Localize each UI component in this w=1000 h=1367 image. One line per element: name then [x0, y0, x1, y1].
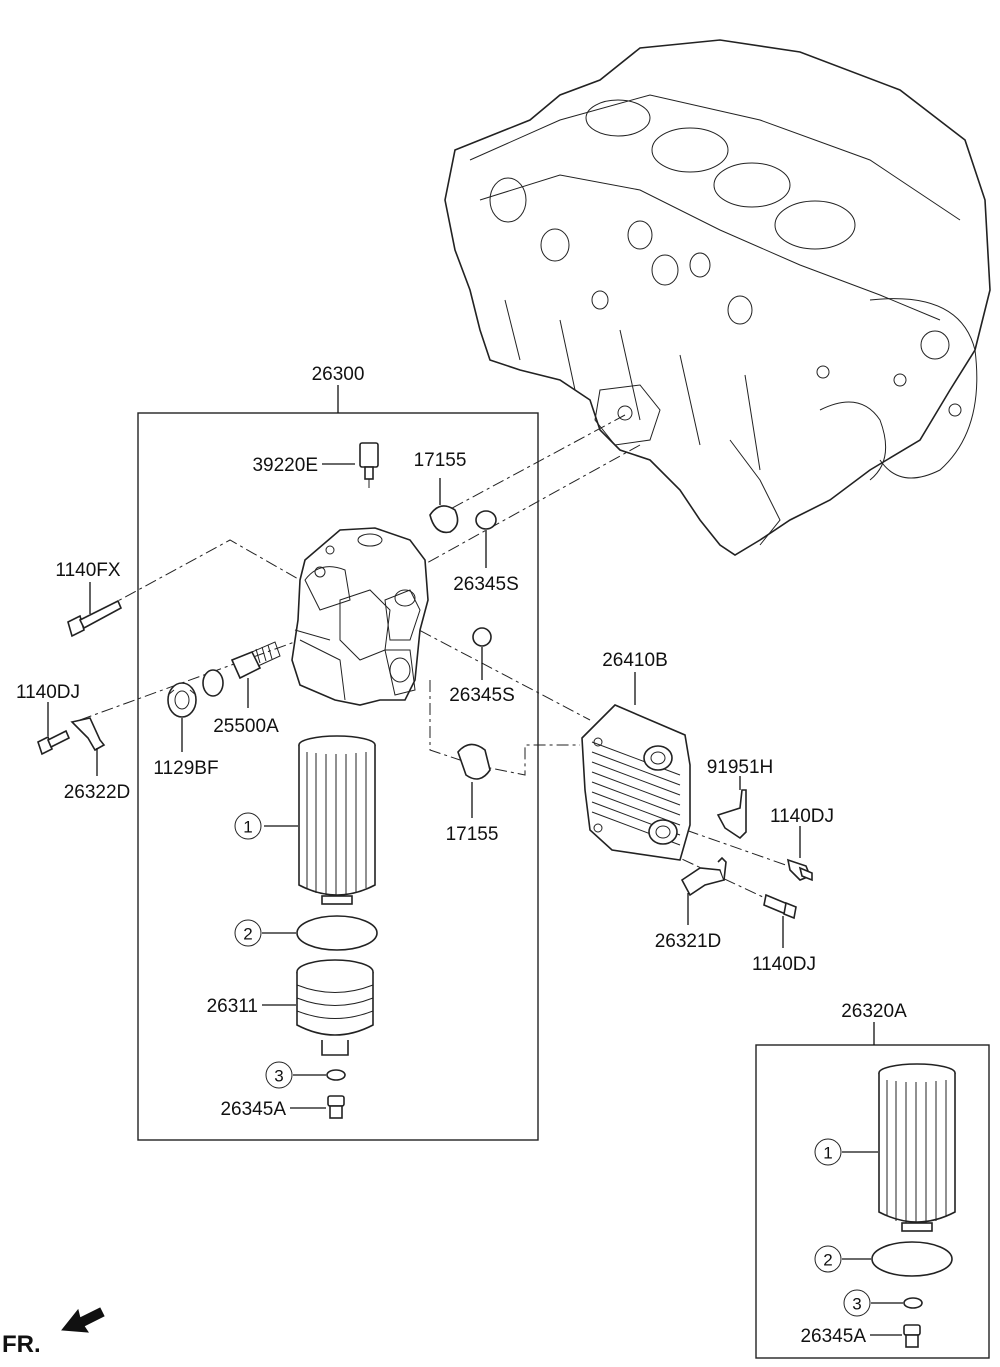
label-1140FX: 1140FX: [55, 560, 120, 581]
label-26345S-mid: 26345S: [449, 685, 515, 706]
engine-block-illustration: [444, 39, 991, 556]
label-26345A-left: 26345A: [220, 1099, 286, 1120]
bracket-91951H: [716, 789, 747, 840]
bracket-26321D: [680, 856, 727, 897]
label-26311: 26311: [207, 996, 258, 1017]
oring-small-left: [326, 1069, 346, 1081]
oring-large-right: [871, 1241, 953, 1277]
label-26410B: 26410B: [602, 650, 668, 671]
label-1140DJ-right-upper: 1140DJ: [770, 806, 834, 827]
label-91951H: 91951H: [707, 757, 774, 778]
oring-26345S-top: [475, 510, 497, 530]
oring-large-left: [296, 915, 378, 951]
temperature-sensor-39220E: [359, 442, 379, 488]
kit-26320A-frame: [755, 1044, 990, 1359]
filter-element-left: [298, 735, 376, 905]
bolt-1140DJ-left: [37, 729, 71, 756]
oring-valve: [202, 669, 224, 697]
label-26322D: 26322D: [64, 782, 131, 803]
oil-cooler-26410B: [581, 704, 691, 861]
callout-1-right: 1: [823, 1144, 832, 1163]
label-1140DJ-left: 1140DJ: [16, 682, 80, 703]
relief-valve-25500A: [230, 641, 281, 680]
callout-1-left: 1: [243, 818, 252, 837]
filter-cap-26311: [296, 959, 374, 1056]
label-17155-bottom: 17155: [446, 824, 499, 845]
oring-small-right: [903, 1297, 923, 1309]
callout-3-left: 3: [274, 1067, 283, 1086]
front-indicator-label: FR.: [2, 1331, 41, 1358]
oring-26345S-mid: [472, 627, 492, 647]
callout-2-right: 2: [823, 1251, 832, 1270]
plug-1129BF: [167, 682, 197, 718]
label-25500A: 25500A: [213, 716, 279, 737]
callout-2-left: 2: [243, 925, 252, 944]
label-26345A-right: 26345A: [800, 1326, 866, 1347]
label-26321D: 26321D: [655, 931, 722, 952]
drain-plug-26345A-right: [903, 1324, 921, 1348]
label-26345S-top: 26345S: [453, 574, 519, 595]
label-26300: 26300: [312, 364, 365, 385]
label-1140DJ-right-lower: 1140DJ: [752, 954, 816, 975]
gasket-17155-bottom: [457, 743, 491, 780]
drain-plug-26345A-left: [327, 1095, 345, 1119]
arrow-left-down-icon: [61, 1307, 105, 1333]
filter-element-right: [878, 1063, 956, 1232]
bolt-1140FX: [67, 599, 123, 638]
label-26320A: 26320A: [841, 1001, 907, 1022]
label-1129BF: 1129BF: [153, 758, 218, 779]
bracket-26322D: [70, 717, 106, 752]
bolt-1140DJ-right-upper: [786, 858, 813, 882]
oil-filter-housing: [291, 527, 429, 706]
label-39220E: 39220E: [252, 455, 318, 476]
label-17155-top: 17155: [414, 450, 467, 471]
bolt-1140DJ-right-lower: [763, 893, 797, 920]
callout-3-right: 3: [852, 1295, 861, 1314]
gasket-17155-top: [429, 505, 459, 534]
